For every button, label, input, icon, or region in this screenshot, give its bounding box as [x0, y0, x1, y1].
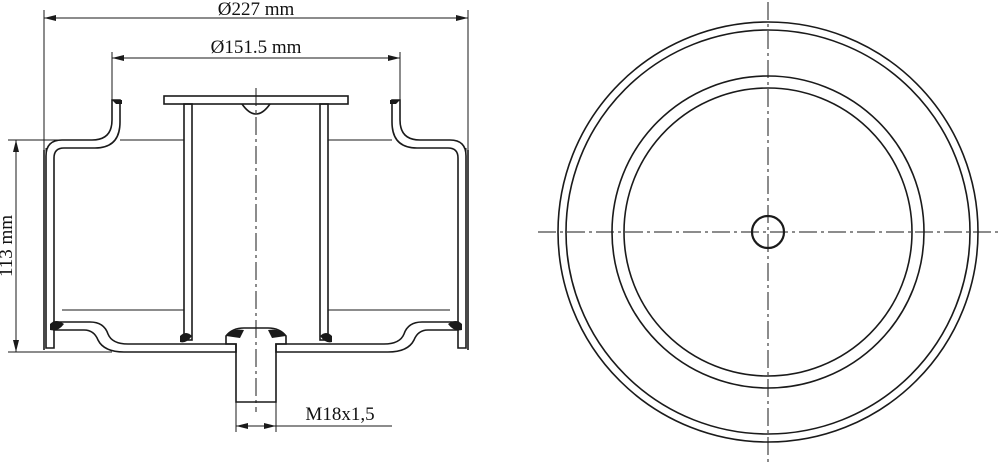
- flange-center-bump: [241, 103, 271, 115]
- lip-right: [390, 100, 400, 104]
- seal-inner-right: [320, 333, 332, 343]
- height-label: 113 mm: [0, 215, 17, 277]
- lip-left: [112, 100, 122, 104]
- dimension-inner-diameter: Ø151.5 mm: [111, 37, 401, 102]
- bottom-shell-right: [275, 321, 459, 353]
- inner-diameter-label: Ø151.5 mm: [211, 37, 302, 58]
- outer-rim-inner-circle: [565, 29, 971, 435]
- bottom-shell: [53, 321, 237, 353]
- boss-seal: [268, 329, 286, 338]
- tube-circle: [623, 87, 913, 377]
- section-view: Ø227 mm Ø151.5 mm 113 mm M18x: [0, 0, 469, 432]
- inner-tube-right: [319, 103, 329, 341]
- seal-inner-left: [180, 333, 192, 343]
- dimension-outer-diameter: Ø227 mm: [43, 0, 469, 150]
- threaded-boss: [225, 327, 287, 403]
- boss-seal: [226, 329, 244, 338]
- inner-tube-left: [183, 103, 193, 341]
- seal-right: [448, 321, 462, 331]
- outer-shell-right: [391, 99, 467, 349]
- outer-diameter-label: Ø227 mm: [218, 0, 295, 20]
- thread-label: M18x1,5: [305, 404, 374, 425]
- seal-left: [50, 321, 64, 331]
- dimension-height: 113 mm: [0, 139, 112, 353]
- dimension-thread: M18x1,5: [235, 402, 392, 432]
- top-view: [538, 2, 998, 463]
- outer-shell-left: [45, 99, 121, 349]
